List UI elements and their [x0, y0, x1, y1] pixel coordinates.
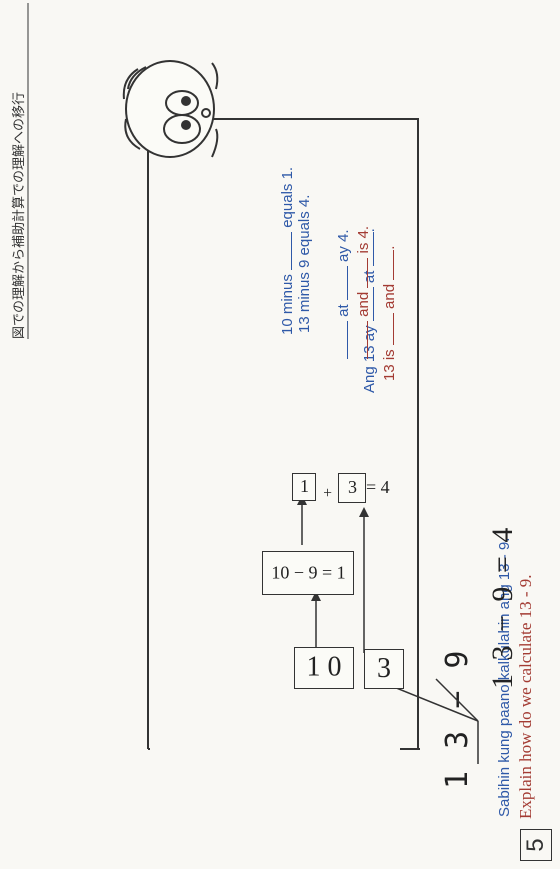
- cartoon-character-icon: [122, 60, 219, 158]
- worksheet-page: 図での理解から補助計算での理解への移行 5 Explain how do we …: [11, 3, 552, 861]
- worksheet-rotated: 図での理解から補助計算での理解への移行 5 Explain how do we …: [11, 3, 552, 861]
- decor-lines: [27, 3, 29, 339]
